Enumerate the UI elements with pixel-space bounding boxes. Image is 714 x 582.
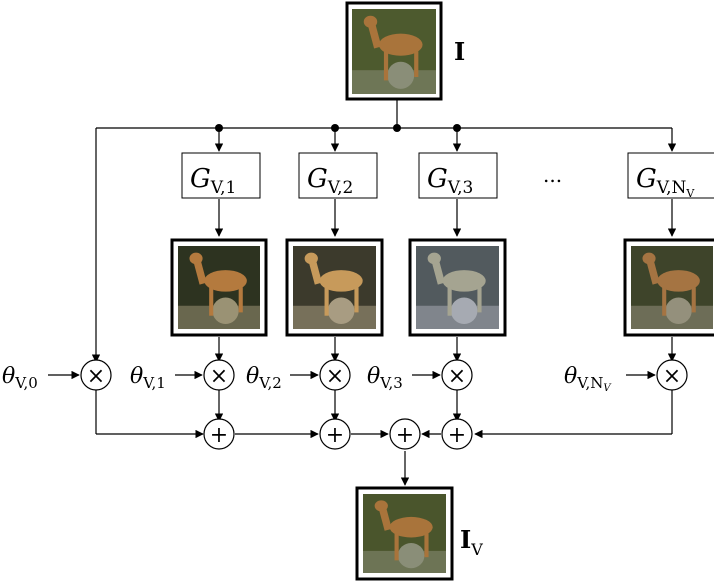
weight-label-2: θV,2 (246, 364, 282, 392)
add-node-1: + (203, 418, 235, 450)
output-image (355, 486, 454, 581)
svg-text:×: × (210, 364, 228, 389)
filter-box-n: GV,NV (627, 152, 714, 200)
filter-label-1: GV,1 (190, 164, 236, 198)
svg-text:×: × (87, 364, 105, 389)
output-image-thumbnail (363, 494, 446, 573)
filtered-image-n (623, 238, 714, 337)
filtered-image-2 (285, 238, 384, 337)
filter-box-3: GV,3 (418, 152, 498, 199)
input-image-thumbnail (352, 9, 436, 94)
junction-dot (331, 124, 339, 132)
input-image-label: I (454, 37, 465, 66)
filtered-image-1 (170, 238, 268, 337)
filter-box-2: GV,2 (298, 152, 378, 199)
add-node-2: + (319, 418, 351, 450)
junction-dot (453, 124, 461, 132)
junction-dot (215, 124, 223, 132)
filtered-thumbnail-1 (178, 246, 260, 329)
filtered-thumbnail-2 (293, 246, 376, 329)
svg-text:+: + (448, 423, 466, 448)
filtered-thumbnail-3 (416, 246, 499, 329)
filter-label-n: GV,NV (636, 164, 695, 200)
filtered-thumbnail-n (631, 246, 713, 329)
junction-dot (393, 124, 401, 132)
weight-label-0: θV,0 (2, 364, 38, 392)
svg-text:×: × (663, 364, 681, 389)
weight-label-1: θV,1 (130, 364, 166, 392)
multiply-node-3: × (441, 359, 473, 391)
add-node-4: + (441, 418, 473, 450)
filter-label-3: GV,3 (427, 164, 473, 198)
svg-text:+: + (326, 423, 344, 448)
output-image-label: IV (460, 525, 483, 559)
input-image (345, 1, 443, 101)
connection-lines (48, 100, 677, 486)
svg-text:×: × (448, 364, 466, 389)
svg-text:+: + (210, 423, 228, 448)
svg-text:+: + (396, 423, 414, 448)
multiply-node-2: × (319, 359, 351, 391)
weight-label-3: θV,3 (367, 364, 403, 392)
weight-label-n: θV,NV (564, 364, 612, 394)
multiply-node-n: × (656, 359, 688, 391)
add-node-3: + (389, 418, 421, 450)
filter-box-1: GV,1 (181, 152, 261, 199)
filter-label-2: GV,2 (307, 164, 353, 198)
filtered-image-3 (408, 238, 507, 337)
svg-text:×: × (326, 364, 344, 389)
multiply-node-0: × (80, 359, 112, 391)
multiply-node-1: × (203, 359, 235, 391)
ellipsis: ... (543, 163, 562, 187)
